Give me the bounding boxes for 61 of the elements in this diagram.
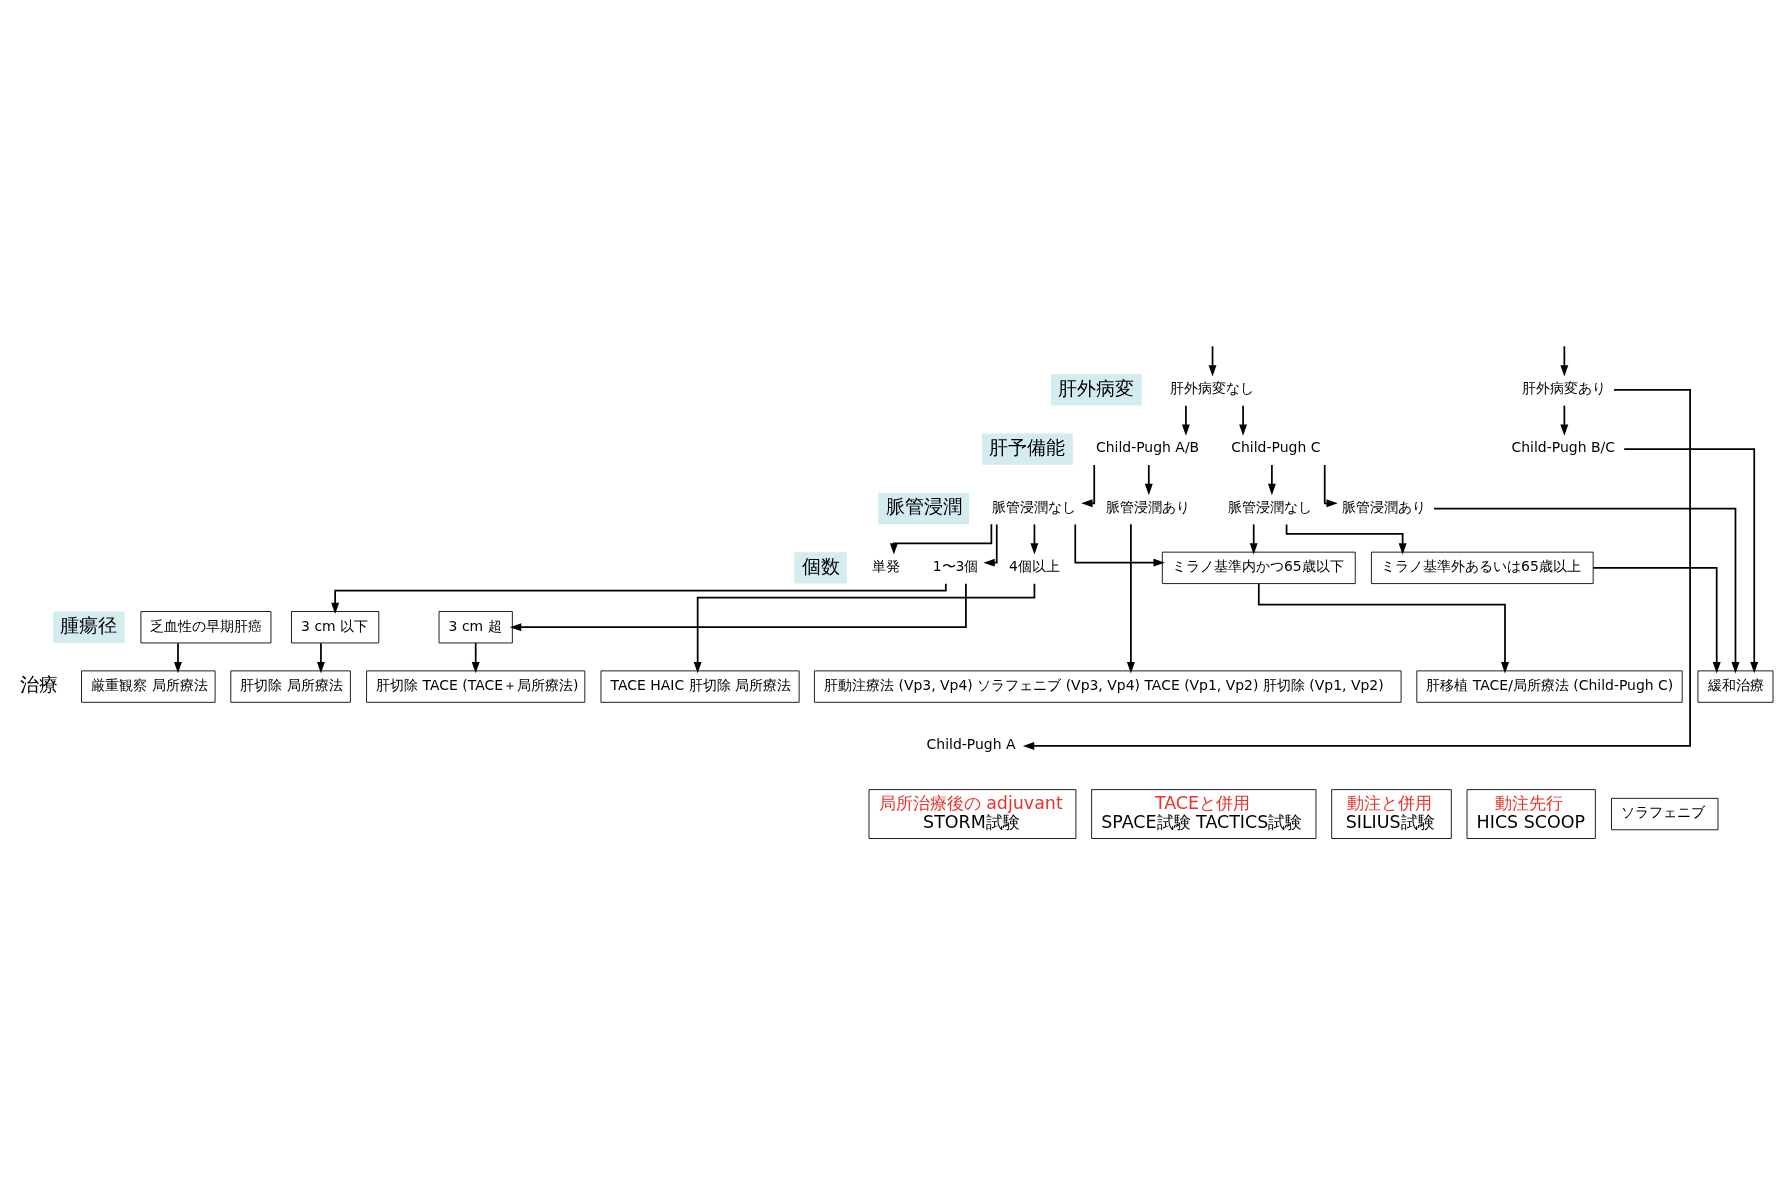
node-text: 脈管浸潤あり — [1106, 498, 1191, 515]
arrow — [1126, 523, 1135, 674]
node-box: 厳重観察 局所療法 — [81, 670, 216, 703]
arrow — [1144, 464, 1153, 496]
arrow — [889, 523, 993, 555]
arrow — [509, 582, 967, 632]
arrow — [174, 642, 182, 674]
arrow — [1239, 404, 1248, 436]
arrow — [1208, 345, 1217, 377]
arrow — [1030, 523, 1039, 555]
arrow — [1433, 507, 1740, 674]
node-text: 1〜3個 — [932, 558, 979, 575]
label: 脈管浸潤 — [885, 495, 962, 519]
node-text: Child-Pugh C — [1231, 439, 1321, 456]
arrow — [1560, 345, 1569, 377]
node-box: ミラノ基準外あるいは65歳以上 — [1371, 551, 1594, 584]
arrow — [1285, 523, 1407, 555]
label: 腫瘍径 — [60, 614, 118, 638]
node-text: Child-Pugh A/B — [1095, 439, 1200, 456]
label: 肝外病変 — [1058, 376, 1135, 400]
arrow — [1560, 404, 1569, 436]
arrow — [1592, 567, 1721, 674]
label: 肝予備能 — [989, 436, 1066, 460]
node-text: 脈管浸潤なし — [992, 498, 1077, 515]
arrow — [1081, 464, 1096, 508]
node-box: 乏血性の早期肝癌 — [140, 611, 272, 644]
node-box: 3 cm 以下 — [291, 611, 380, 644]
node-text: 脈管浸潤あり — [1342, 498, 1427, 515]
node-box: ソラフェニブ — [1611, 797, 1719, 831]
node-text: Child-Pugh B/C — [1511, 439, 1615, 456]
label: 治療 — [20, 673, 59, 697]
arrow — [1267, 464, 1276, 496]
arrow — [1249, 523, 1258, 555]
node-text: 脈管浸潤なし — [1227, 498, 1312, 515]
node-box: TACEと併用 SPACE試験 TACTICS試験 — [1091, 789, 1317, 839]
node-text: 肝外病変なし — [1170, 380, 1255, 397]
label: 個数 — [801, 554, 840, 578]
node-text: 4個以上 — [1009, 558, 1060, 575]
arrow — [983, 523, 998, 567]
node-box: 肝動注療法 (Vp3, Vp4) ソラフェニブ (Vp3, Vp4) TACE (Vp1, Vp2) 肝切除 (Vp1, Vp2) — [814, 670, 1402, 703]
arrow — [1623, 448, 1759, 674]
node-box: 肝移植 TACE/局所療法 (Child-Pugh C) — [1416, 670, 1683, 703]
node-text: 肝外病変あり — [1522, 380, 1607, 397]
arrow — [331, 582, 947, 615]
node-box: 動注と併用 SILIUS試験 — [1331, 789, 1452, 839]
arrow — [1074, 523, 1165, 567]
node-box: TACE HAIC 肝切除 局所療法 — [600, 670, 800, 703]
node-box: ミラノ基準内かつ65歳以下 — [1161, 551, 1356, 584]
node-box: 緩和治療 — [1697, 670, 1774, 703]
arrow — [1181, 404, 1190, 436]
node-box: 肝切除 TACE (TACE＋局所療法) — [366, 670, 586, 703]
arrow — [1323, 464, 1338, 508]
node-box: 動注先行 HICS SCOOP — [1466, 789, 1596, 839]
node-box: 3 cm 超 — [438, 611, 513, 644]
arrow — [1022, 388, 1691, 750]
node-box: 局所治療後の adjuvant STORM試験 — [868, 789, 1077, 839]
node-box: 肝切除 局所療法 — [230, 670, 351, 703]
arrow — [471, 642, 480, 674]
node-text: Child-Pugh A — [926, 736, 1016, 753]
arrow — [316, 642, 325, 674]
node-text: 単発 — [872, 558, 901, 575]
